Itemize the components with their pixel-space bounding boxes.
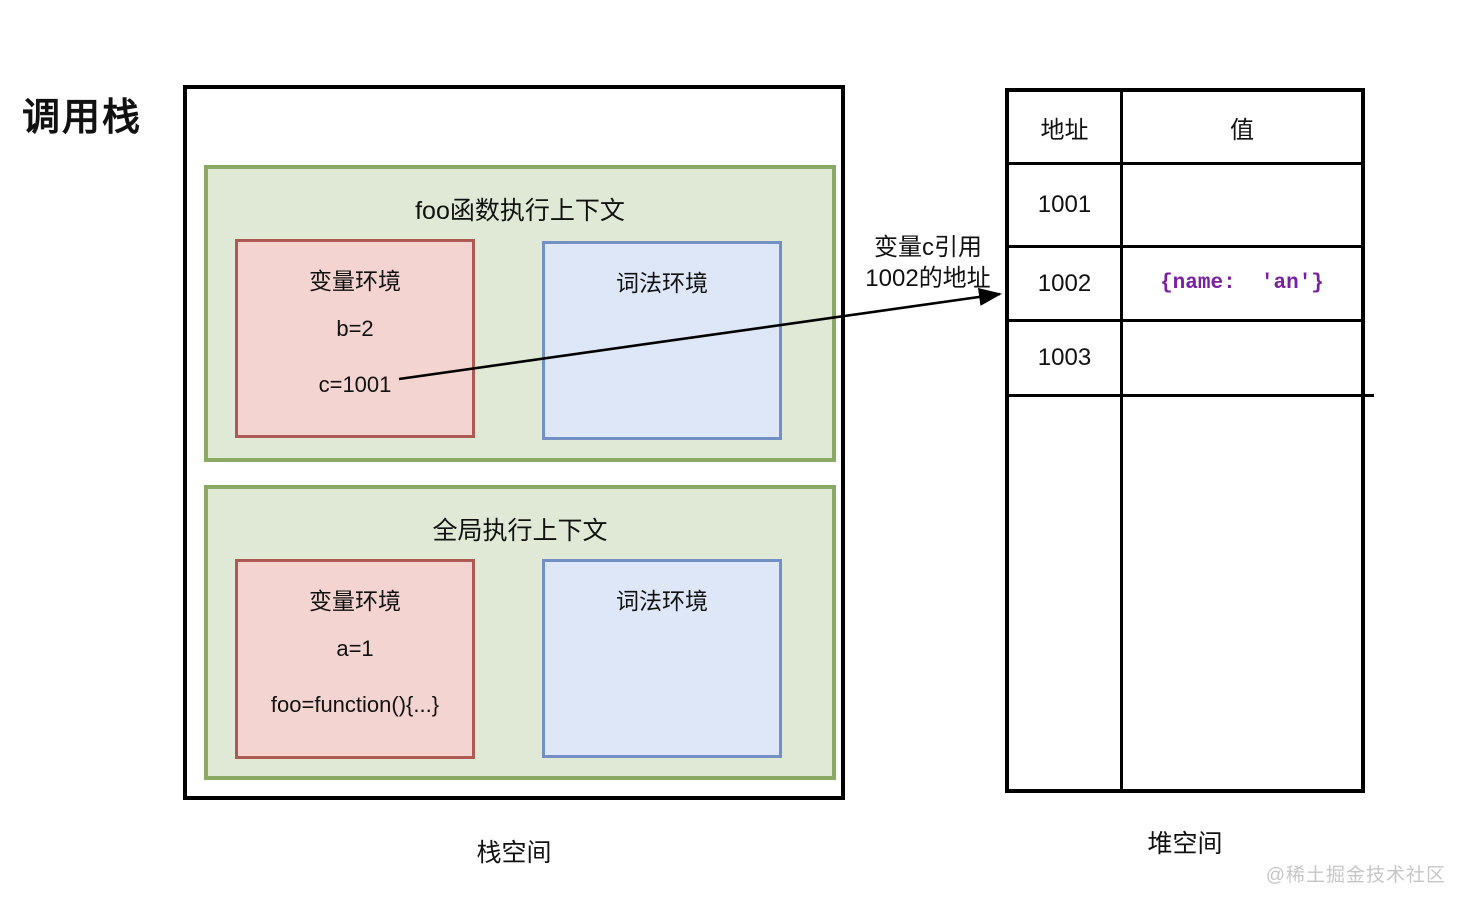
context-box-foo: foo函数执行上下文 变量环境 b=2 c=1001 词法环境 [204,165,836,462]
heap-empty-cell [1123,397,1361,789]
variable-entry: b=2 [336,316,374,341]
lexical-env-title: 词法环境 [616,588,708,614]
heap-address-cell: 1003 [1009,322,1123,397]
heap-header-value: 值 [1123,92,1361,165]
heap-value-cell [1123,165,1361,248]
lexical-env-box-foo: 词法环境 [542,241,782,440]
heap-space-label: 堆空间 [1147,830,1223,858]
lexical-env-box-global: 词法环境 [542,559,782,758]
arrow-label: 变量c引用 1002的地址 [848,232,1008,294]
variable-entry: foo=function(){...} [270,692,440,717]
context-box-global: 全局执行上下文 变量环境 a=1 foo=function(){...} 词法环… [204,485,836,780]
context-title-foo: foo函数执行上下文 [415,197,625,225]
heap-empty-cell [1009,397,1123,789]
heap-value-cell [1123,322,1361,397]
heap-header-address: 地址 [1009,92,1123,165]
variable-env-box-foo: 变量环境 b=2 c=1001 [235,239,475,438]
variable-env-box-global: 变量环境 a=1 foo=function(){...} [235,559,475,759]
variable-env-title: 变量环境 [309,268,401,294]
heap-address-cell: 1002 [1009,248,1123,322]
watermark: @稀土掘金技术社区 [1265,865,1446,886]
heap-table: 地址 值 1001 1002 {name: 'an'} 1003 [1005,88,1365,793]
variable-entry: a=1 [336,636,374,661]
variable-env-title: 变量环境 [309,588,401,614]
table-line-overhang [1365,394,1374,397]
context-title-global: 全局执行上下文 [432,517,608,545]
heap-value-cell: {name: 'an'} [1123,248,1361,322]
page-title: 调用栈 [22,97,143,139]
arrow-label-line2: 1002的地址 [865,265,991,292]
stack-space-label: 栈空间 [476,839,552,867]
heap-address-cell: 1001 [1009,165,1123,248]
call-stack-box: foo函数执行上下文 变量环境 b=2 c=1001 词法环境 全局执行上下文 … [183,85,845,800]
lexical-env-title: 词法环境 [616,270,708,296]
variable-entry: c=1001 [318,372,392,397]
arrow-label-line1: 变量c引用 [874,234,982,261]
